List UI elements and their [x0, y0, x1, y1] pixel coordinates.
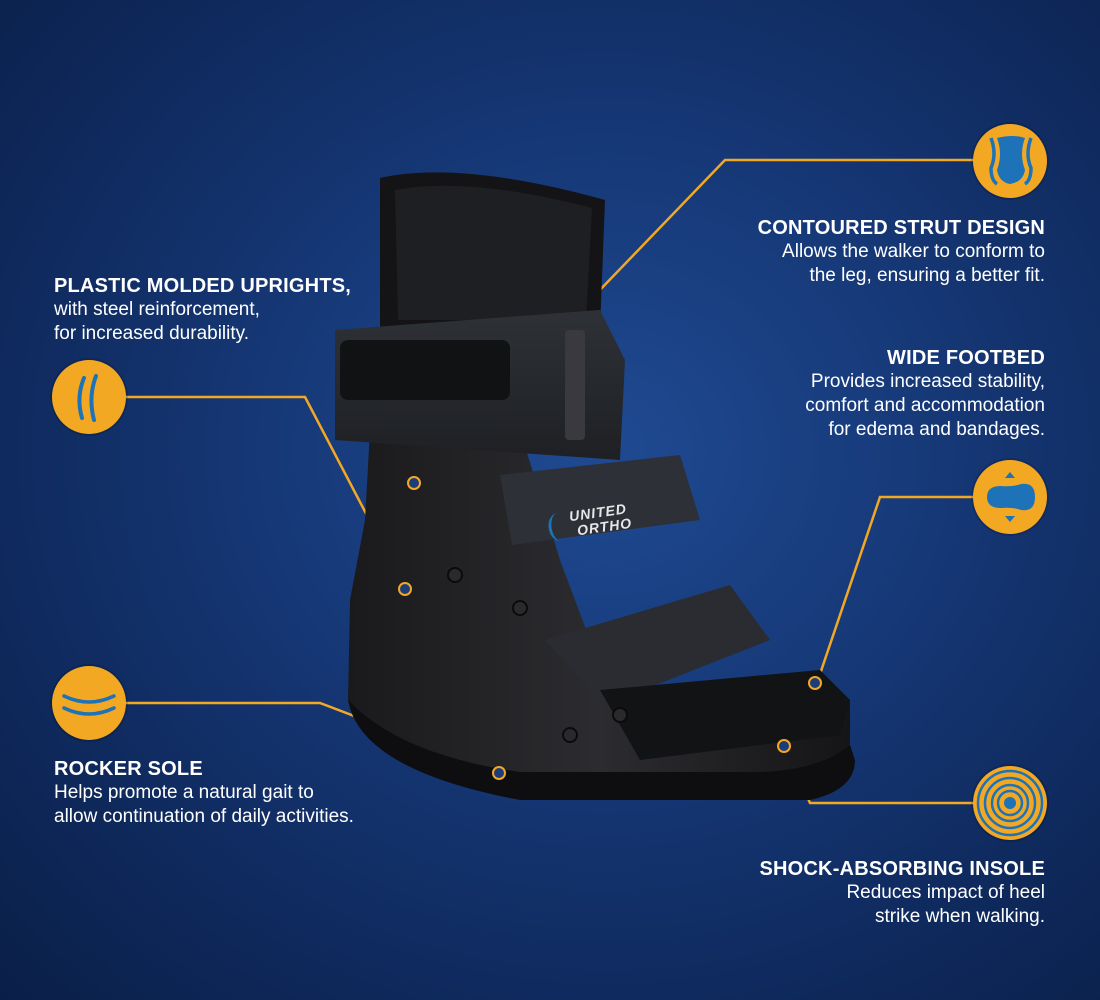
walker-boot-image [335, 172, 855, 800]
feature-title: WIDE FOOTBED [887, 347, 1045, 369]
anchor-dot-uprights [398, 582, 412, 596]
feature-description-line: with steel reinforcement, [54, 299, 260, 320]
feature-description-line: Helps promote a natural gait to [54, 782, 314, 803]
shock-insole-icon [973, 766, 1047, 840]
feature-description-line: for increased durability. [54, 323, 250, 344]
anchor-dot-contoured-strut [407, 476, 421, 490]
feature-rocker-sole: ROCKER SOLE Helps promote a natural gait… [54, 757, 354, 829]
anchor-dot-rocker-sole [492, 766, 506, 780]
feature-contoured-strut-design: CONTOURED STRUT DESIGN Allows the walker… [758, 216, 1045, 288]
feature-description-line: for edema and bandages. [828, 419, 1045, 440]
rocker-sole-icon [52, 666, 126, 740]
feature-description-line: strike when walking. [874, 906, 1045, 927]
feature-title: CONTOURED STRUT DESIGN [757, 217, 1045, 239]
feature-title: ROCKER SOLE [54, 758, 203, 780]
feature-description-line: comfort and accommodation [805, 395, 1045, 416]
uprights-icon [52, 360, 126, 434]
feature-description-line: the leg, ensuring a better fit. [809, 265, 1045, 286]
feature-description-line: allow continuation of daily activities. [54, 806, 354, 827]
feature-plastic-molded-uprights: PLASTIC MOLDED UPRIGHTS, with steel rein… [54, 274, 351, 346]
feature-description-line: Provides increased stability, [810, 371, 1045, 392]
footbed-icon [973, 460, 1047, 534]
contoured-strut-icon [973, 124, 1047, 198]
feature-shock-absorbing-insole: SHOCK-ABSORBING INSOLE Reduces impact of… [759, 857, 1045, 929]
feature-title: SHOCK-ABSORBING INSOLE [759, 858, 1045, 880]
feature-wide-footbed: WIDE FOOTBED Provides increased stabilit… [805, 346, 1045, 442]
anchor-dot-shock-insole [777, 739, 791, 753]
feature-description-line: Reduces impact of heel [846, 882, 1045, 903]
feature-title: PLASTIC MOLDED UPRIGHTS, [54, 275, 352, 297]
anchor-dot-footbed [808, 676, 822, 690]
feature-description-line: Allows the walker to conform to [782, 241, 1045, 262]
